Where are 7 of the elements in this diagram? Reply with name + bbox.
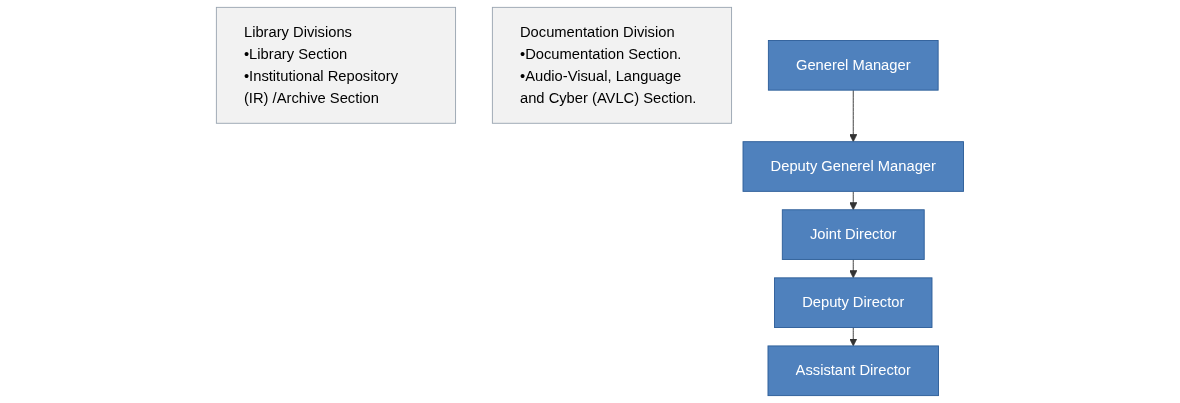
node-box: Assistant Director	[767, 345, 940, 397]
node-box: Deputy Generel Manager	[742, 141, 965, 192]
node-box: Library Divisions •Library Section •Institutional Repository (IR) /Archive Section	[215, 6, 457, 124]
node-box: Documentation Division •Documentation Section. •Audio-Visual, Language and Cyber (AVLC) Section.	[492, 6, 733, 124]
node-box: Joint Director	[781, 209, 925, 260]
node-box: Deputy Director	[774, 277, 933, 328]
node-box: Generel Manager	[768, 40, 939, 91]
